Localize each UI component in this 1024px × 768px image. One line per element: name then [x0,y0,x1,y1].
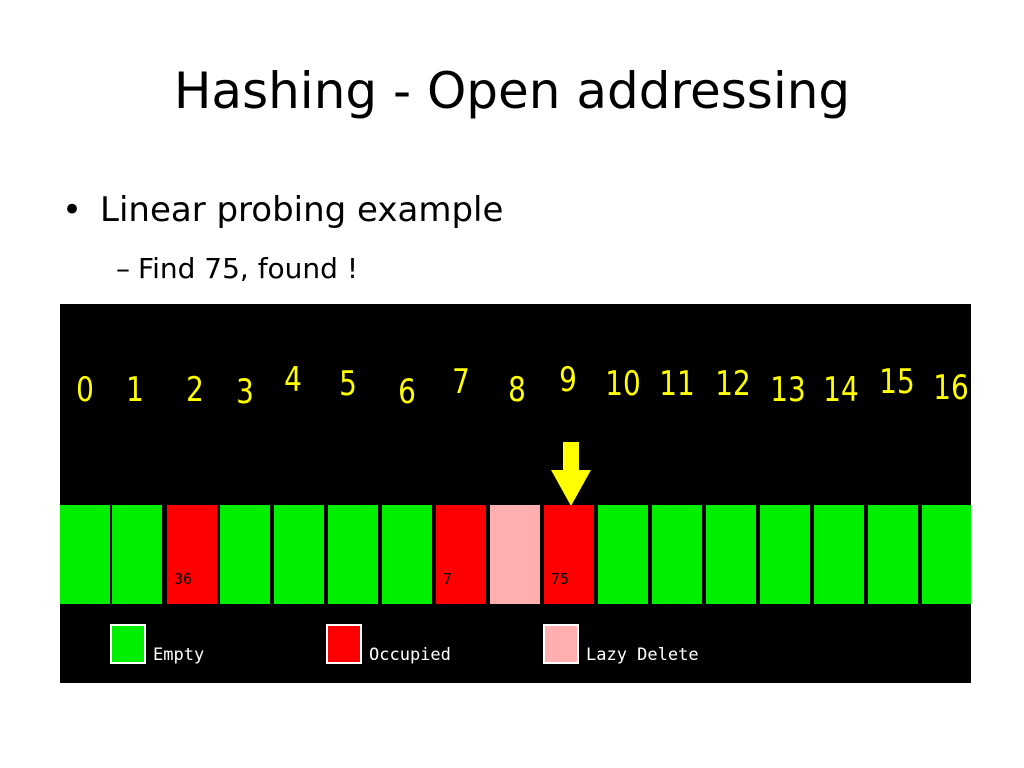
hash-slot-empty [596,505,648,604]
hash-slot-empty [272,505,324,604]
hash-slot-empty [60,505,110,604]
hash-slot-empty [920,505,971,604]
slot-index-label: 14 [823,370,859,410]
legend-occupied-label: Occupied [369,645,451,665]
slot-index-label: 10 [605,364,641,404]
slot-index-label: 6 [398,372,416,412]
hash-slot-occupied: 7 [434,505,486,604]
hash-slot-empty [866,505,918,604]
hash-slot-empty [704,505,756,604]
hash-slot-empty [218,505,270,604]
hash-slot-empty [380,505,432,604]
slot-index-label: 4 [284,360,302,400]
legend-lazy-delete-label: Lazy Delete [586,645,699,665]
hash-slot-empty [650,505,702,604]
hash-slot-empty [812,505,864,604]
sub-bullet-marker: – [116,252,130,285]
hash-slot-empty [326,505,378,604]
slot-index-label: 16 [933,368,969,408]
hash-slot-lazy-delete [488,505,540,604]
slot-index-label: 15 [879,362,915,402]
slot-index-label: 8 [508,370,526,410]
bullet-point: • Linear probing example [62,190,503,230]
slot-index-label: 12 [715,364,751,404]
slot-index-label: 3 [236,372,254,412]
slot-value: 75 [551,570,570,588]
probe-pointer-arrow-icon [551,442,591,506]
legend-empty-swatch [110,624,146,664]
slot-index-label: 9 [559,360,577,400]
bullet-marker: • [62,190,83,230]
hash-slot-occupied: 75 [542,505,594,604]
slot-index-label: 5 [339,364,357,404]
sub-bullet-point: –Find 75, found ! [116,252,358,285]
bullet-text: Linear probing example [100,190,504,230]
slot-index-label: 11 [659,364,695,404]
slot-index-label: 13 [770,370,806,410]
slot-value: 7 [443,570,453,588]
legend-occupied-swatch [326,624,362,664]
hash-slot-empty [758,505,810,604]
legend-empty-label: Empty [153,645,205,665]
legend-lazy-delete-swatch [543,624,579,664]
slot-index-label: 7 [452,362,470,402]
slot-index-label: 2 [186,370,204,410]
slide-title: Hashing - Open addressing [173,62,851,120]
slot-value: 36 [174,570,193,588]
sub-bullet-text: Find 75, found ! [138,252,359,285]
slot-index-label: 0 [76,370,94,410]
hash-slot-empty [110,505,162,604]
hash-slot-occupied: 36 [165,505,217,604]
slot-index-label: 1 [126,370,144,410]
